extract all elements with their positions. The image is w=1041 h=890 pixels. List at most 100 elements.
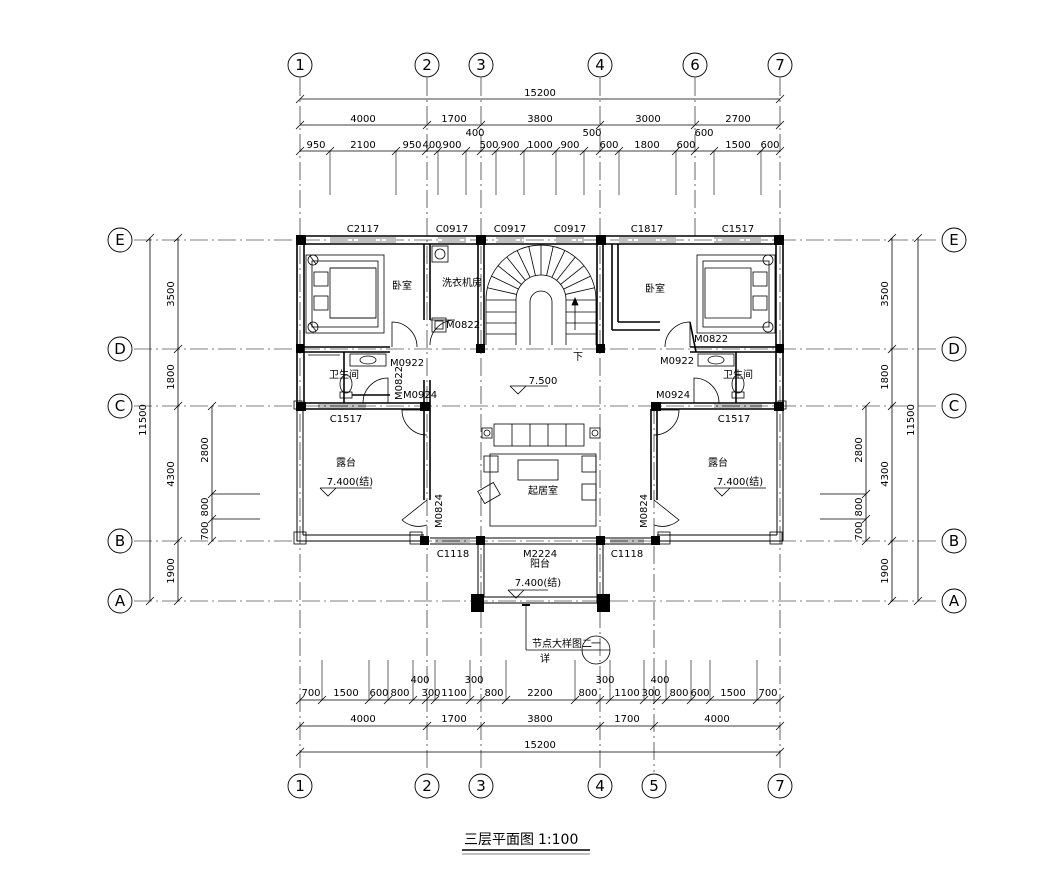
right-sub-dim-3: 700	[854, 521, 865, 540]
door-label-m0824: M0824	[434, 494, 445, 528]
bottom-sub-dim: 300	[595, 675, 614, 686]
left-dim-3: 4300	[166, 461, 177, 486]
axis-labels: 1 2 3 4 6 7 1 2 3 4 5 7 E D C B A E D C …	[114, 56, 960, 795]
window-label-c1817: C1817	[631, 224, 663, 235]
axis-bottom-3: 3	[476, 777, 486, 795]
right-sub-dim-2: 800	[854, 497, 865, 516]
axis-top-1: 1	[295, 56, 305, 74]
left-dimension-text: 11500 3500 1800 4300 1900 2800 800 700	[138, 281, 211, 583]
room-label-balcony: 阳台	[530, 557, 550, 570]
bottom-dimension-text: 15200 4000 1700 3800 1700 4000 700 1500 …	[301, 675, 777, 751]
level-balcony: 7.400(结)	[515, 576, 562, 589]
right-dim-2: 1800	[880, 364, 891, 389]
window-label-c0917: C0917	[554, 224, 586, 235]
top-sub-dim: 600	[599, 140, 618, 151]
bathroom-fixtures-right	[697, 353, 745, 399]
right-overall-dim: 11500	[906, 404, 917, 436]
axis-right-C: C	[949, 397, 959, 415]
bottom-dimension-lines	[295, 660, 785, 757]
stair-tread	[560, 265, 585, 285]
bottom-dim-1: 4000	[350, 714, 375, 725]
stair-tread	[491, 275, 519, 290]
bottom-sub-dim: 300	[464, 675, 483, 686]
walls	[296, 235, 784, 604]
spiral-staircase	[485, 244, 597, 345]
door-labels: M0822 M0822 M0822 M0922 M0922 M0924 M092…	[390, 320, 728, 560]
room-label-bedroom-left: 卧室	[392, 279, 412, 292]
top-dimension-lines	[295, 94, 785, 195]
window-label-c1517: C1517	[330, 414, 362, 425]
side-dimension-lines	[145, 233, 923, 606]
stair-tread	[528, 246, 536, 276]
axis-right-B: B	[949, 532, 959, 550]
axis-bottom-7: 7	[775, 777, 785, 795]
bottom-sub-dim: 800	[669, 688, 688, 699]
window-labels: C2117 C0917 C0917 C0917 C1817 C1517 C151…	[330, 224, 754, 560]
grid-axis-lines	[134, 78, 940, 772]
top-sub-dim: 900	[560, 140, 579, 151]
room-labels: 卧室 卧室 洗衣机房 卫生间 卫生间 露台 露台 起居室 阳台 下	[329, 276, 753, 570]
level-floor: 7.500	[529, 376, 558, 387]
right-sub-dim-1: 2800	[854, 437, 865, 462]
room-label-bath-left: 卫生间	[329, 368, 359, 381]
door-label-m0922: M0922	[390, 358, 424, 369]
left-sub-dim-1: 2800	[200, 437, 211, 462]
top-overall-dim: 15200	[524, 88, 556, 99]
bottom-sub-dim: 800	[390, 688, 409, 699]
level-markers	[319, 385, 766, 599]
top-dim-5: 2700	[725, 114, 750, 125]
window-label-c0917: C0917	[436, 224, 468, 235]
detail-note-suffix: 详	[540, 652, 550, 665]
stair-tread	[551, 250, 566, 278]
detail-bubble-number: 一	[591, 639, 601, 650]
axis-bottom-1: 1	[295, 777, 305, 795]
left-dim-1: 3500	[166, 281, 177, 306]
room-label-terrace-left: 露台	[336, 456, 356, 469]
axis-left-D: D	[114, 340, 126, 358]
window-label-c1517: C1517	[718, 414, 750, 425]
bottom-dim-2: 1700	[441, 714, 466, 725]
axis-left-E: E	[115, 231, 124, 249]
top-dim-4: 3000	[635, 114, 660, 125]
top-sub-dim: 2100	[350, 140, 375, 151]
axis-top-4: 4	[595, 56, 605, 74]
left-sub-dim-2: 800	[200, 497, 211, 516]
axis-top-2: 2	[422, 56, 432, 74]
stair-tread	[516, 250, 531, 278]
bottom-sub-dim: 600	[369, 688, 388, 699]
room-label-bedroom-right: 卧室	[645, 282, 665, 295]
stair-tread	[487, 287, 517, 295]
axis-right-E: E	[949, 231, 958, 249]
axis-top-7: 7	[775, 56, 785, 74]
stair-tread	[565, 287, 595, 295]
bottom-dim-3: 3800	[527, 714, 552, 725]
bottom-sub-dim: 1500	[333, 688, 358, 699]
bottom-sub-dim: 600	[690, 688, 709, 699]
axis-right-A: A	[949, 592, 960, 610]
left-overall-dim: 11500	[138, 404, 149, 436]
bottom-sub-dim: 400	[650, 675, 669, 686]
window-label-c1118: C1118	[437, 549, 469, 560]
bed-right-icon	[696, 254, 776, 334]
terrace-posts	[293, 400, 787, 545]
bottom-sub-dim: 1500	[720, 688, 745, 699]
axis-left-C: C	[115, 397, 125, 415]
axis-bottom-2: 2	[422, 777, 432, 795]
left-dim-4: 1900	[166, 558, 177, 583]
bottom-overall-dim: 15200	[524, 740, 556, 751]
right-dim-1: 3500	[880, 281, 891, 306]
top-sub-dim: 1000	[527, 140, 552, 151]
top-sub-dim: 950	[306, 140, 325, 151]
door-label-m2224: M2224	[523, 549, 557, 560]
right-dim-3: 4300	[880, 461, 891, 486]
right-dim-4: 1900	[880, 558, 891, 583]
stair-down-label: 下	[573, 352, 583, 363]
top-sub-dim: 900	[500, 140, 519, 151]
detail-callout-text: 节点大样图二 详 一	[532, 637, 601, 665]
axis-left-B: B	[115, 532, 125, 550]
bed-left-icon	[305, 254, 385, 334]
window-label-c1517: C1517	[722, 224, 754, 235]
detail-callout	[522, 604, 611, 665]
top-sub-dim: 1500	[725, 140, 750, 151]
